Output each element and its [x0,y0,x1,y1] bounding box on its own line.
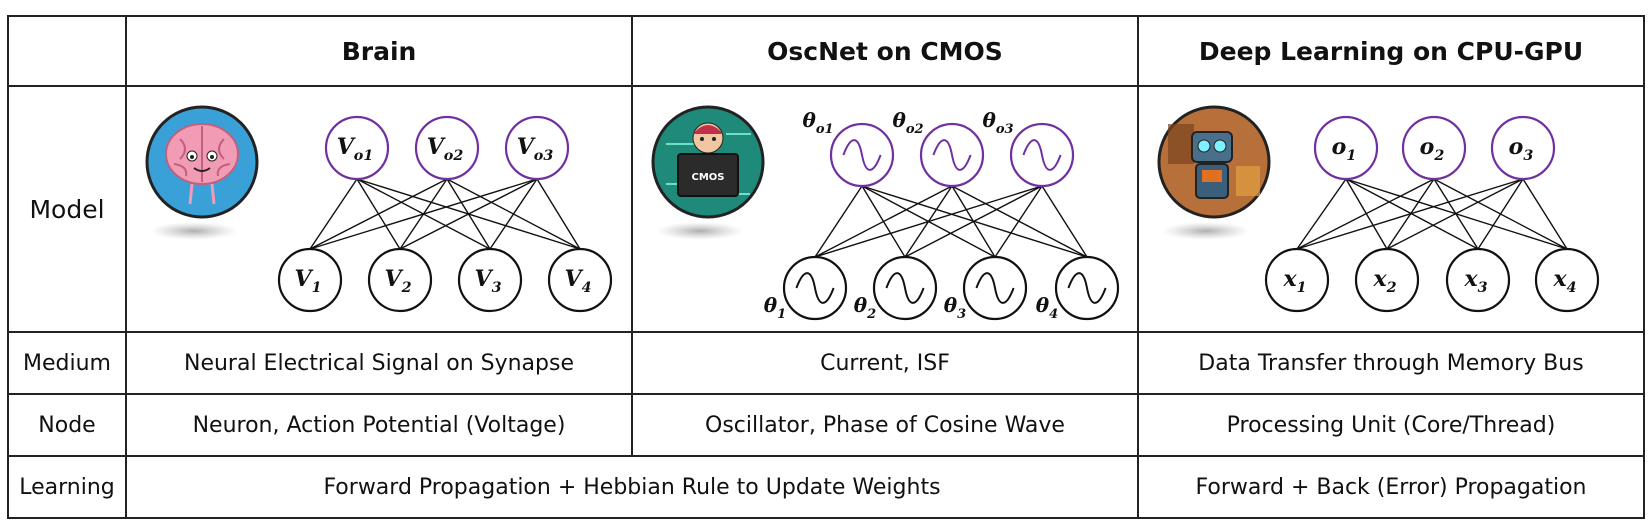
node-label: θ1 [764,293,786,322]
connection-edge [815,186,952,257]
connection-edge [1297,179,1523,249]
connection-edge [815,186,1042,257]
connection-edge [310,179,447,249]
connection-edge [1042,186,1087,257]
node-label: θ3 [944,293,966,322]
node-label: θ4 [1036,293,1058,322]
node-label: θo1 [802,108,833,137]
connection-edge [537,179,580,249]
connection-edge [310,179,537,249]
connection-edge [1523,179,1567,249]
connection-edge [400,179,537,249]
connection-edge [815,186,862,257]
node-label: θo2 [892,108,923,137]
node-label: θ2 [854,293,876,322]
oscnet-network: θo1 θo2 θo3 θ1 θ2 θ3 θ4 [764,108,1118,322]
connection-edge [1478,179,1523,249]
connection-edge [995,186,1042,257]
node-label: θo3 [982,108,1013,137]
connection-edge [310,179,357,249]
connection-edge [490,179,537,249]
connection-edge [1297,179,1346,249]
